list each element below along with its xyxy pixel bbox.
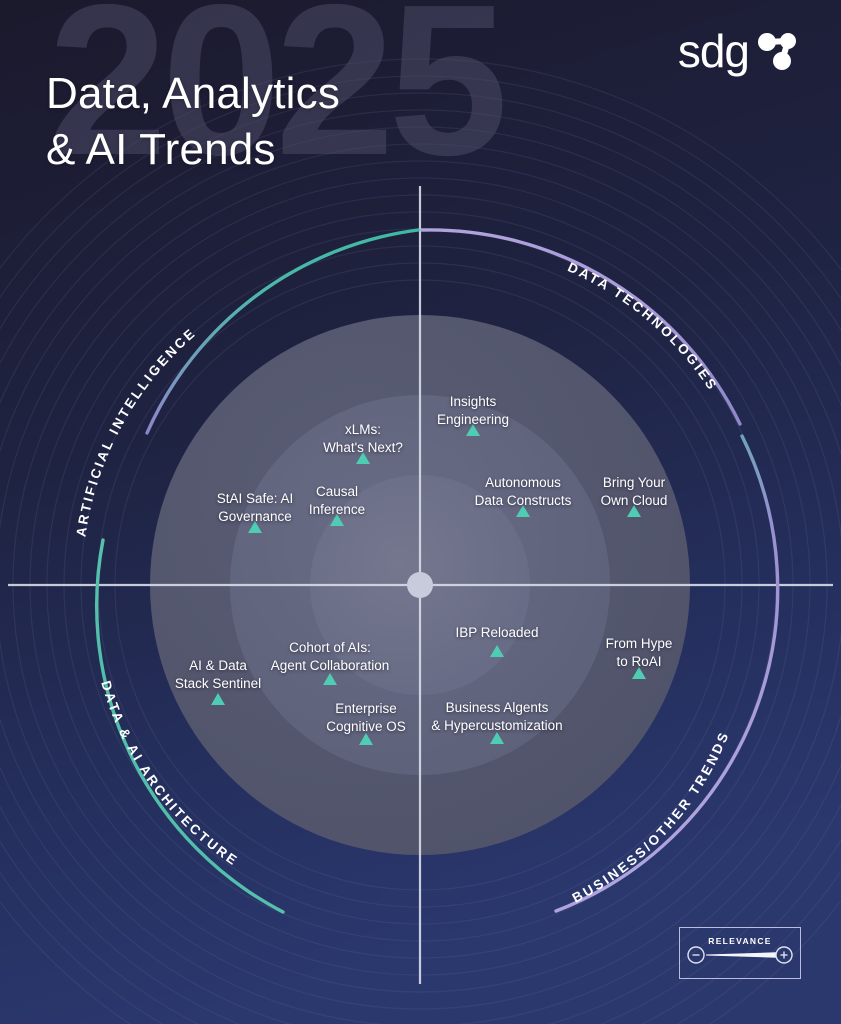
relevance-plus-icon[interactable] [775, 946, 793, 964]
trend-marker[interactable] [248, 521, 262, 533]
page-title-line-2: & AI Trends [46, 125, 276, 175]
trend-marker[interactable] [330, 514, 344, 526]
trend-marker[interactable] [490, 645, 504, 657]
trend-marker[interactable] [466, 424, 480, 436]
radar-center-hub [407, 572, 433, 598]
sdg-logo[interactable]: sdg [678, 28, 799, 74]
trend-marker[interactable] [356, 452, 370, 464]
trend-markers [211, 424, 646, 745]
quadrant-arc-data-technologies [420, 228, 742, 426]
year-watermark: 2025 [48, 0, 508, 200]
trend-marker[interactable] [632, 667, 646, 679]
trend-marker[interactable] [323, 673, 337, 685]
molecule-icon [758, 33, 796, 70]
page-title: Data, Analytics & AI Trends [46, 66, 340, 179]
quadrant-arc-data-ai-architecture [95, 538, 285, 914]
quadrant-arc-business-other-trends [554, 434, 780, 913]
relevance-minus-icon[interactable] [687, 946, 705, 964]
relevance-scale [687, 946, 793, 964]
trend-marker[interactable] [627, 505, 641, 517]
trend-marker[interactable] [359, 733, 373, 745]
relevance-legend: RELEVANCE [679, 927, 801, 979]
sdg-wordmark: sdg [677, 25, 750, 77]
relevance-legend-title: RELEVANCE [708, 935, 772, 946]
page-title-line-1: Data, Analytics [46, 69, 341, 118]
trend-marker[interactable] [490, 732, 504, 744]
trend-marker[interactable] [211, 693, 225, 705]
quadrant-arc-artificial-intelligence [145, 228, 420, 435]
trend-marker[interactable] [516, 505, 530, 517]
